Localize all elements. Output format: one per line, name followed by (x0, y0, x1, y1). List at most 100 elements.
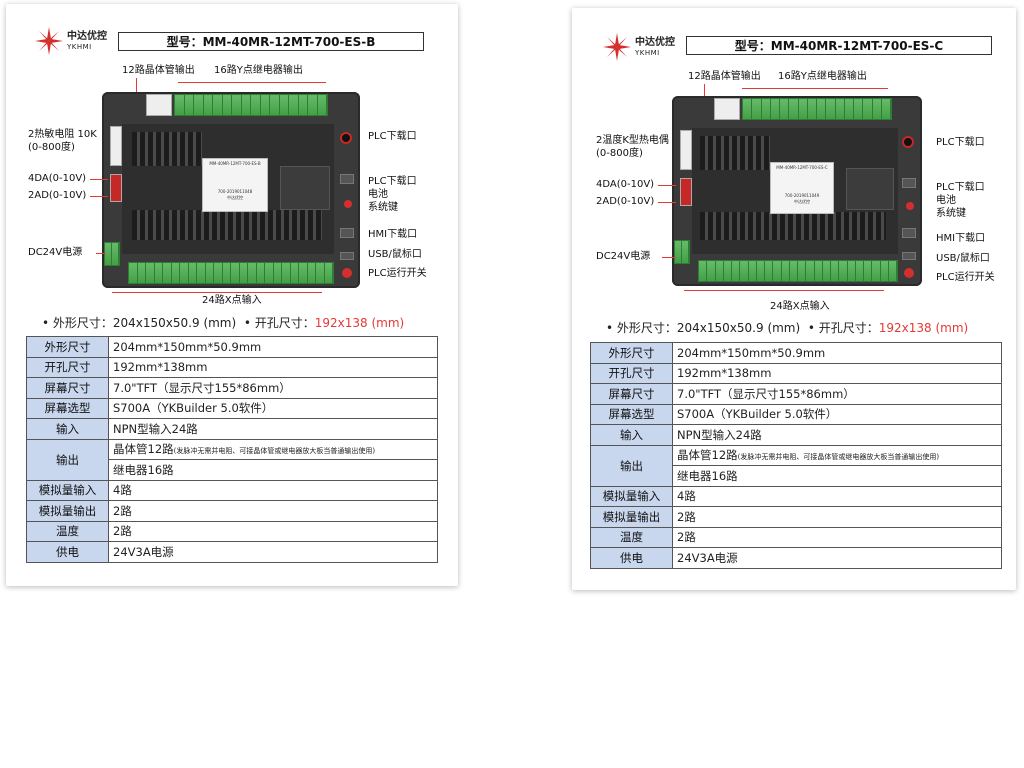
spec-key: 外形尺寸 (590, 342, 673, 364)
spec-value: 晶体管12路 (677, 448, 738, 463)
plc-download-port-round (340, 132, 352, 144)
spec-value: 2路 (672, 526, 1002, 548)
logo-en-text: YKHMI (635, 48, 660, 57)
spec-value: 2路 (108, 520, 438, 542)
callout-plc-download-1: PLC下载口 (368, 131, 417, 142)
spec-value: 192mm*138mm (108, 356, 438, 378)
logo-cn-text: 中达优控 (67, 30, 107, 42)
spec-key: 温度 (26, 520, 109, 542)
spec-key: 模拟量输出 (26, 500, 109, 522)
dimension-line: • 外形尺寸：204x150x50.9 (mm) • 开孔尺寸：192x138 … (42, 314, 404, 331)
sticker-serial: 700-2019011048 (217, 189, 253, 194)
product-card-b: 中达优控 YKHMI 型号：MM-40MR-12MT-700-ES-B MM-4… (6, 4, 458, 586)
model-title: 型号：MM-40MR-12MT-700-ES-B (118, 32, 424, 51)
spec-value: 204mm*150mm*50.9mm (672, 342, 1002, 364)
thermocouple-terminal (680, 130, 692, 170)
sticker-brand: 中达优控 (794, 199, 810, 204)
hmi-download-port (902, 228, 916, 238)
spec-value: 204mm*150mm*50.9mm (108, 336, 438, 358)
spec-value: 继电器16路 (672, 465, 1002, 487)
callout-power: DC24V电源 (28, 247, 83, 258)
spec-key: 供电 (590, 547, 673, 569)
logo-cn-text: 中达优控 (635, 36, 675, 48)
spec-key: 屏幕尺寸 (590, 383, 673, 405)
sticker-brand: 中达优控 (227, 195, 243, 200)
callout-usb: USB/鼠标口 (368, 249, 422, 260)
brand-logo: 中达优控 YKHMI (602, 32, 675, 62)
plc-download-port (340, 174, 354, 184)
callout-run-switch: PLC运行开关 (936, 272, 995, 283)
callout-thermistor: 2热敏电阻 10K (28, 129, 97, 140)
analog-terminal (680, 178, 692, 206)
callout-thermocouple: 2温度K型热电偶 (596, 135, 669, 146)
callout-battery: 电池 (936, 195, 956, 206)
vent-grille (700, 212, 886, 240)
callout-hmi-download: HMI下载口 (936, 233, 986, 244)
spec-key: 模拟量输出 (590, 506, 673, 528)
callout-relay-output: 16路Y点继电器输出 (778, 71, 867, 82)
snowflake-logo-icon (35, 27, 63, 55)
spec-value: NPN型输入24路 (108, 418, 438, 440)
callout-thermistor-range: (0-800度) (28, 142, 75, 153)
power-terminal (674, 240, 690, 264)
logo-en-text: YKHMI (67, 42, 92, 51)
callout-plc-download-1: PLC下载口 (936, 137, 985, 148)
system-key (344, 200, 352, 208)
product-sticker: MM-40MR-12MT-700-ES-C 700-2019011049 中达优… (770, 162, 834, 214)
callout-transistor-output: 12路晶体管输出 (688, 71, 761, 82)
spec-note: (发脉冲无需并电阻、可接晶体管或继电器放大板当普通输出使用) (173, 447, 376, 456)
product-card-c: 中达优控 YKHMI 型号：MM-40MR-12MT-700-ES-C MM-4… (572, 8, 1016, 590)
dimension-line: • 外形尺寸：204x150x50.9 (mm) • 开孔尺寸：192x138 … (606, 319, 968, 336)
callout-da: 4DA(0-10V) (596, 179, 655, 190)
spec-key: 外形尺寸 (26, 336, 109, 358)
table-row: 继电器16路 (591, 465, 1002, 487)
system-key (906, 202, 914, 210)
callout-x-input: 24路X点输入 (202, 295, 262, 306)
input-terminal-block (698, 260, 898, 282)
callout-plc-download-2: PLC下载口 (368, 176, 417, 187)
battery-cover (280, 166, 330, 210)
callout-x-input: 24路X点输入 (770, 301, 830, 312)
usb-port (902, 252, 916, 260)
spec-value: 继电器16路 (108, 459, 438, 481)
transistor-terminal-block (146, 94, 172, 116)
callout-relay-output: 16路Y点继电器输出 (214, 65, 303, 76)
snowflake-logo-icon (603, 33, 631, 61)
analog-terminal (110, 174, 122, 202)
plc-device-image: MM-40MR-12MT-700-ES-C 700-2019011049 中达优… (672, 96, 922, 286)
callout-plc-download-2: PLC下载口 (936, 182, 985, 193)
run-switch (342, 268, 352, 278)
cutout-value: 192x138 (mm) (878, 321, 969, 335)
plc-device-image: MM-40MR-12MT-700-ES-B 700-2019011048 中达优… (102, 92, 360, 288)
spec-key: 开孔尺寸 (590, 362, 673, 384)
run-switch (904, 268, 914, 278)
callout-system-key: 系统键 (368, 202, 398, 213)
outer-dims: • 外形尺寸：204x150x50.9 (mm) (606, 321, 801, 335)
plc-download-port-round (902, 136, 914, 148)
usb-port (340, 252, 354, 260)
sticker-serial: 700-2019011049 (784, 193, 820, 198)
cutout-label: • 开孔尺寸： (807, 321, 879, 335)
spec-value: NPN型输入24路 (672, 424, 1002, 446)
table-row: 输出晶体管12路(发脉冲无需并电阻、可接晶体管或继电器放大板当普通输出使用) (590, 444, 1002, 487)
thermistor-terminal (110, 126, 122, 166)
spec-key: 输出 (590, 444, 673, 487)
spec-value: 7.0"TFT（显示尺寸155*86mm） (672, 383, 1002, 405)
callout-usb: USB/鼠标口 (936, 253, 990, 264)
spec-key: 模拟量输入 (590, 485, 673, 507)
battery-cover (846, 168, 894, 210)
